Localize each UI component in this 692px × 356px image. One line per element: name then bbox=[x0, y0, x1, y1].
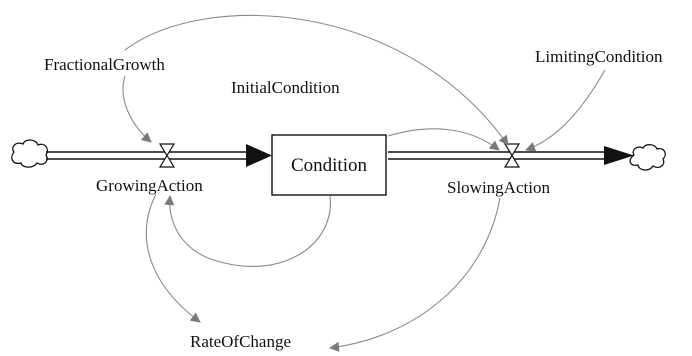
link-fractional-to-growing bbox=[122, 75, 152, 143]
link-limiting-to-slowing bbox=[525, 69, 606, 152]
rate-of-change-label: RateOfChange bbox=[190, 332, 291, 351]
growing-flow-pipe bbox=[46, 144, 272, 167]
slowing-flow-pipe bbox=[388, 146, 634, 165]
condition-stock-label: Condition bbox=[291, 155, 368, 176]
condition-stock bbox=[271, 134, 387, 196]
slowing-action-label: SlowingAction bbox=[447, 178, 550, 197]
initial-condition-label: InitialCondition bbox=[231, 78, 340, 97]
source-cloud-icon bbox=[11, 139, 49, 168]
link-fractional-to-slowing bbox=[124, 14, 509, 146]
limiting-condition-label: LimitingCondition bbox=[535, 47, 663, 66]
link-slowing-to-rate bbox=[329, 197, 501, 352]
slowing-valve-icon bbox=[503, 143, 521, 168]
sink-cloud-icon bbox=[629, 144, 666, 171]
growing-action-label: GrowingAction bbox=[96, 176, 203, 195]
link-condition-to-growing bbox=[164, 195, 331, 267]
fractional-growth-label: FractionalGrowth bbox=[44, 55, 165, 74]
link-growing-to-rate bbox=[145, 193, 201, 323]
growing-valve-icon bbox=[158, 143, 176, 168]
link-condition-to-slowing bbox=[387, 128, 500, 151]
